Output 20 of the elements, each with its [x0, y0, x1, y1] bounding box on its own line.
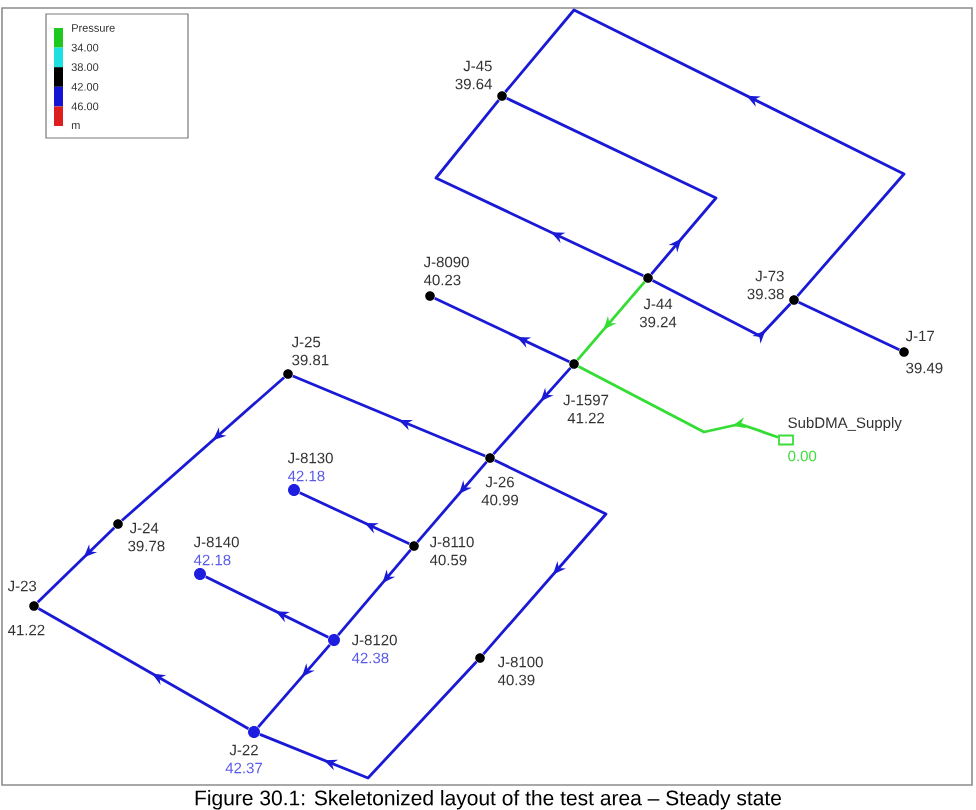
- pipe-arrow: [482, 459, 608, 655]
- pipe-arrow: [37, 607, 250, 731]
- pipe-arrow: [577, 365, 779, 439]
- pipe-arrow: [416, 461, 488, 543]
- pipe-arrow: [506, 96, 718, 275]
- pipe-arrow: [492, 366, 572, 456]
- pipe-arrow: [576, 281, 646, 361]
- pipe-arrow: [299, 491, 410, 546]
- pipe-arrow: [205, 575, 329, 639]
- pipe-arrow: [259, 660, 478, 780]
- pipe-arrow: [257, 643, 331, 729]
- pipe-arrow: [292, 374, 486, 458]
- pipe: [798, 300, 900, 352]
- caption: Figure 30.1: Skeletonized layout of the test area – Steady state: [195, 790, 781, 810]
- pipe-arrow: [434, 296, 570, 364]
- pipe-arrow: [120, 376, 286, 522]
- pipe-arrow: [434, 99, 644, 278]
- pipe-arrow: [337, 549, 412, 637]
- pipe-arrow: [36, 526, 116, 604]
- pipe-arrow: [504, 8, 906, 297]
